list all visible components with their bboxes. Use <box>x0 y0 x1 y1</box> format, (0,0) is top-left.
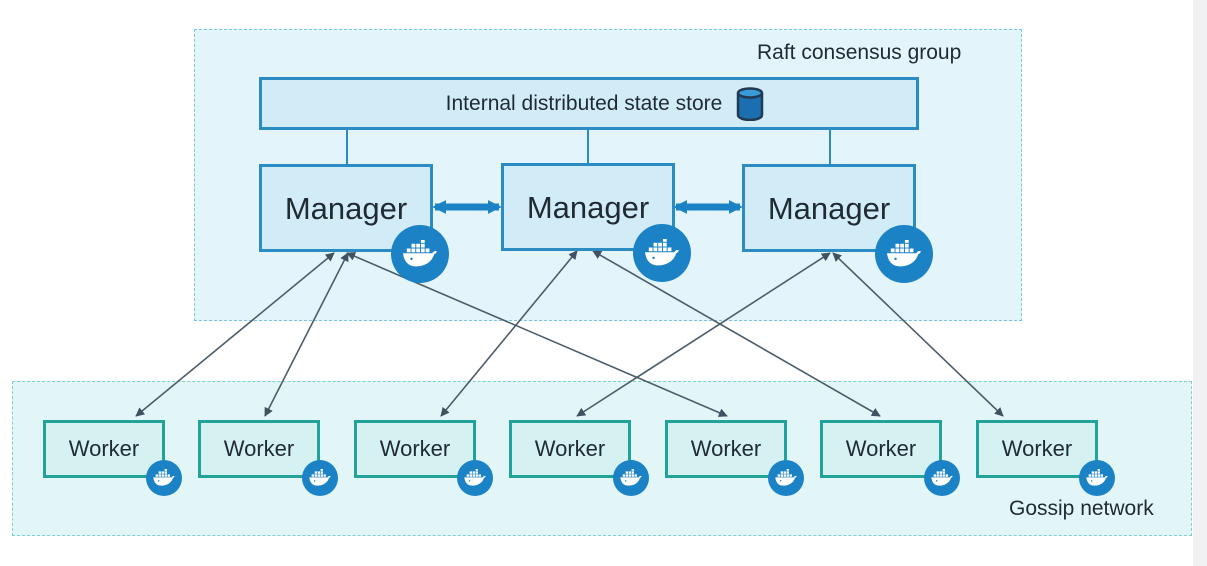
gossip-group-label: Gossip network <box>1009 497 1154 520</box>
raft-group-label: Raft consensus group <box>757 41 962 64</box>
worker-label: Worker <box>379 436 451 461</box>
docker-whale-icon <box>613 460 649 496</box>
docker-whale-icon <box>875 225 933 283</box>
gossip-link-2 <box>264 252 349 417</box>
manager-label: Manager <box>526 190 650 225</box>
worker-label: Worker <box>1001 436 1073 461</box>
worker-node-3: Worker <box>354 420 476 478</box>
gossip-link-7 <box>832 252 1004 417</box>
worker-label: Worker <box>690 436 762 461</box>
worker-node-5: Worker <box>665 420 787 478</box>
worker-node-4: Worker <box>509 420 631 478</box>
docker-whale-icon <box>633 224 691 282</box>
docker-whale-icon <box>768 460 804 496</box>
docker-whale-icon <box>1079 460 1115 496</box>
docker-whale-icon <box>457 460 493 496</box>
manager-label: Manager <box>767 191 891 226</box>
store-link-manager-3 <box>829 130 831 164</box>
gossip-link-6 <box>576 252 831 417</box>
state-store-label: Internal distributed state store <box>445 91 723 115</box>
worker-node-1: Worker <box>43 420 165 478</box>
worker-node-7: Worker <box>976 420 1098 478</box>
gossip-link-4 <box>440 250 578 417</box>
worker-label: Worker <box>534 436 606 461</box>
worker-node-6: Worker <box>820 420 942 478</box>
manager-label: Manager <box>284 191 408 226</box>
worker-node-2: Worker <box>198 420 320 478</box>
docker-whale-icon <box>146 460 182 496</box>
docker-whale-icon <box>302 460 338 496</box>
docker-whale-icon <box>924 460 960 496</box>
store-link-manager-1 <box>346 130 348 164</box>
store-link-manager-2 <box>587 130 589 163</box>
right-edge-strip <box>1193 0 1207 566</box>
worker-label: Worker <box>223 436 295 461</box>
manager-node-3: Manager <box>742 164 916 252</box>
worker-label: Worker <box>845 436 917 461</box>
worker-label: Worker <box>68 436 140 461</box>
docker-whale-icon <box>391 225 449 283</box>
database-icon <box>737 86 764 121</box>
state-store: Internal distributed state store <box>259 77 919 130</box>
